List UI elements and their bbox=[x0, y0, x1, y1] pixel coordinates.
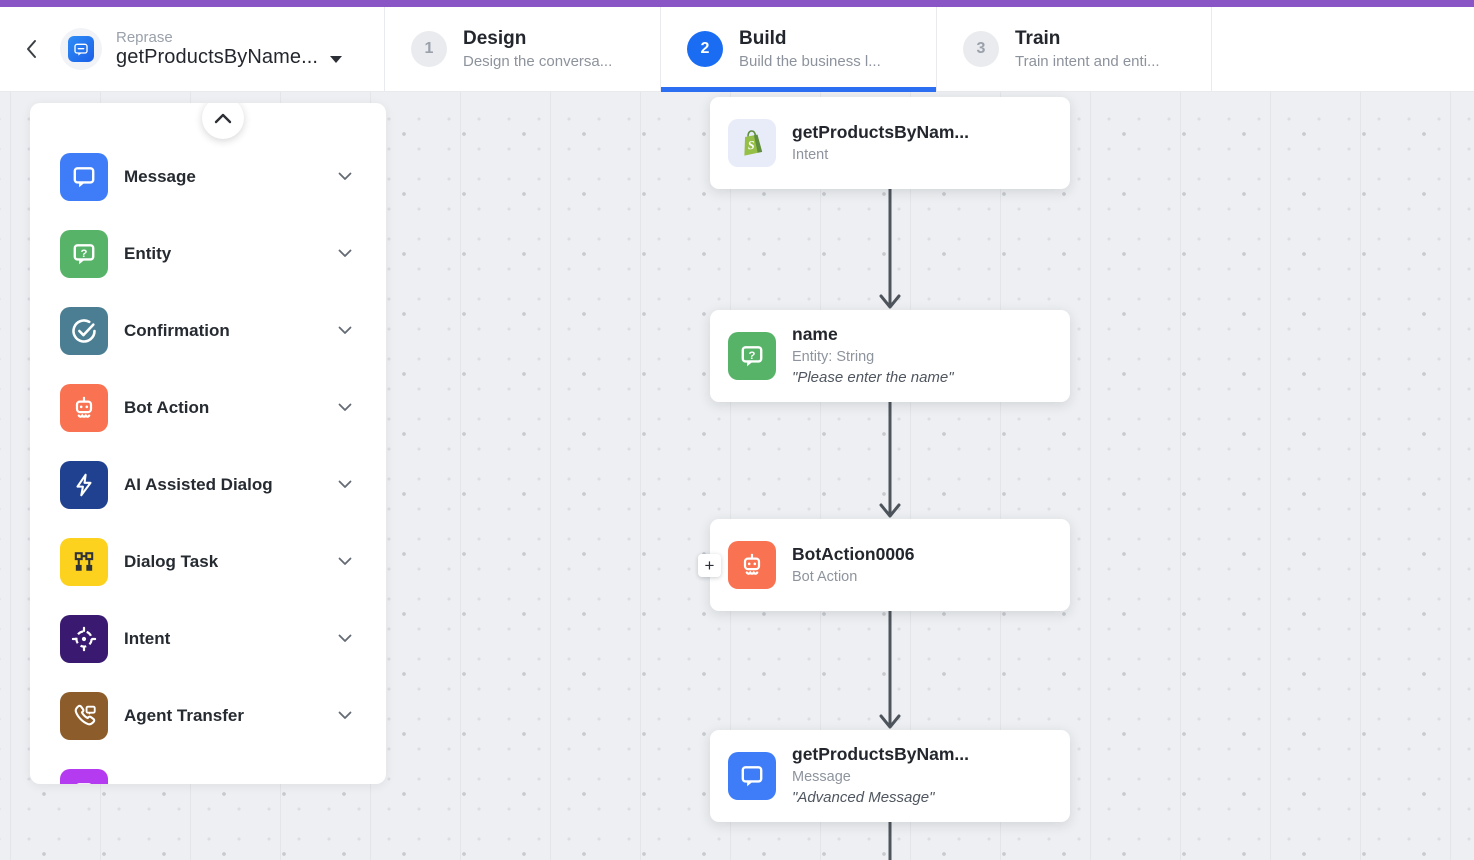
node-title: BotAction0006 bbox=[792, 543, 915, 564]
chevron-down-icon[interactable] bbox=[338, 480, 352, 489]
palette-item-digital-form[interactable]: Digital Form bbox=[30, 754, 386, 784]
tab-train-title: Train bbox=[1015, 28, 1061, 49]
confirmation-icon bbox=[60, 306, 108, 355]
message-icon bbox=[60, 152, 108, 201]
svg-text:?: ? bbox=[81, 247, 88, 259]
add-node-button[interactable]: + bbox=[698, 554, 721, 577]
shopify-icon: S bbox=[728, 119, 776, 167]
node-title: getProductsByNam... bbox=[792, 744, 969, 765]
agent-transfer-icon bbox=[60, 691, 108, 740]
chevron-down-icon[interactable] bbox=[338, 403, 352, 412]
palette-item-label: Message bbox=[124, 166, 196, 186]
app-label: Reprase bbox=[116, 28, 173, 46]
palette-item-agent-transfer[interactable]: Agent Transfer bbox=[30, 677, 386, 754]
palette-item-label: AI Assisted Dialog bbox=[124, 474, 273, 494]
node-type: Message bbox=[792, 768, 851, 785]
palette-item-label: Entity bbox=[124, 243, 172, 263]
palette-item-label: Intent bbox=[124, 628, 171, 648]
palette-collapse-button[interactable] bbox=[202, 103, 244, 139]
flow-node-intent[interactable]: S getProductsByNam... Intent bbox=[710, 97, 1070, 189]
chevron-left-icon bbox=[27, 40, 36, 58]
tab-train-number: 3 bbox=[963, 31, 999, 67]
node-type: Entity: String bbox=[792, 348, 875, 365]
chevron-down-icon[interactable] bbox=[338, 326, 352, 335]
node-title: name bbox=[792, 324, 838, 345]
tab-train[interactable]: 3 Train Train intent and enti... bbox=[936, 7, 1212, 91]
svg-text:S: S bbox=[747, 138, 755, 152]
node-title: getProductsByNam... bbox=[792, 121, 969, 142]
palette-item-entity[interactable]: ? Entity bbox=[30, 215, 386, 292]
chat-bubble-icon bbox=[68, 36, 94, 62]
chevron-down-icon[interactable] bbox=[338, 711, 352, 720]
chevron-down-icon[interactable] bbox=[338, 172, 352, 181]
tab-build-number: 2 bbox=[687, 31, 723, 67]
bot-action-icon bbox=[728, 541, 776, 589]
node-type: Bot Action bbox=[792, 568, 858, 585]
flow-node-message[interactable]: getProductsByNam... Message "Advanced Me… bbox=[710, 730, 1070, 822]
node-prompt: "Advanced Message" bbox=[792, 789, 935, 807]
caret-down-icon bbox=[330, 55, 343, 63]
intent-icon bbox=[60, 614, 108, 663]
tab-design-number: 1 bbox=[411, 31, 447, 67]
tab-design-title: Design bbox=[463, 28, 527, 49]
stage-tabs: 1 Design Design the conversa... 2 Build … bbox=[384, 7, 1212, 92]
node-type: Intent bbox=[792, 146, 829, 163]
palette-item-bot-action[interactable]: Bot Action bbox=[30, 369, 386, 446]
palette-item-intent[interactable]: Intent bbox=[30, 600, 386, 677]
chevron-up-icon bbox=[214, 113, 232, 124]
tab-design-subtitle: Design the conversa... bbox=[463, 53, 613, 70]
flow-node-entity-name[interactable]: ? name Entity: String "Please enter the … bbox=[710, 310, 1070, 402]
tab-design[interactable]: 1 Design Design the conversa... bbox=[384, 7, 660, 91]
tab-build[interactable]: 2 Build Build the business l... bbox=[660, 7, 936, 92]
chevron-down-icon[interactable] bbox=[338, 557, 352, 566]
bot-avatar bbox=[60, 28, 102, 70]
chevron-down-icon[interactable] bbox=[338, 634, 352, 643]
palette-item-label: Dialog Task bbox=[124, 551, 219, 571]
palette-list: Message ? Entity Confirmation bbox=[30, 103, 386, 784]
header-left: Reprase getProductsByName... bbox=[0, 7, 384, 91]
flow-node-bot-action[interactable]: + BotAction0006 Bot Action bbox=[698, 519, 1070, 611]
bot-name-dropdown[interactable]: getProductsByName... bbox=[116, 46, 343, 69]
entity-icon: ? bbox=[60, 229, 108, 278]
tab-train-subtitle: Train intent and enti... bbox=[1015, 53, 1160, 70]
bot-action-icon bbox=[60, 383, 108, 432]
tab-build-title: Build bbox=[739, 28, 787, 49]
palette-item-label: Confirmation bbox=[124, 320, 230, 340]
chevron-down-icon[interactable] bbox=[338, 249, 352, 258]
digital-form-icon bbox=[60, 768, 108, 784]
node-prompt: "Please enter the name" bbox=[792, 369, 954, 387]
flow-canvas[interactable]: Message ? Entity Confirmation bbox=[0, 92, 1474, 860]
back-button[interactable] bbox=[18, 35, 46, 63]
node-palette: Message ? Entity Confirmation bbox=[30, 103, 386, 784]
message-icon bbox=[728, 752, 776, 800]
bot-name: getProductsByName... bbox=[116, 46, 319, 69]
palette-item-confirmation[interactable]: Confirmation bbox=[30, 292, 386, 369]
palette-item-message[interactable]: Message bbox=[30, 138, 386, 215]
dialog-task-icon bbox=[60, 537, 108, 586]
header: Reprase getProductsByName... 1 Design De… bbox=[0, 7, 1474, 92]
palette-item-label: Agent Transfer bbox=[124, 705, 244, 725]
palette-item-dialog-task[interactable]: Dialog Task bbox=[30, 523, 386, 600]
top-accent-strip bbox=[0, 0, 1474, 7]
ai-assisted-dialog-icon bbox=[60, 460, 108, 509]
svg-text:?: ? bbox=[749, 350, 756, 362]
tab-build-subtitle: Build the business l... bbox=[739, 53, 881, 70]
entity-icon: ? bbox=[728, 332, 776, 380]
palette-item-label: Bot Action bbox=[124, 397, 210, 417]
bot-title-block: Reprase getProductsByName... bbox=[116, 28, 343, 69]
palette-item-ai-assisted-dialog[interactable]: AI Assisted Dialog bbox=[30, 446, 386, 523]
palette-item-label: Digital Form bbox=[124, 783, 338, 785]
